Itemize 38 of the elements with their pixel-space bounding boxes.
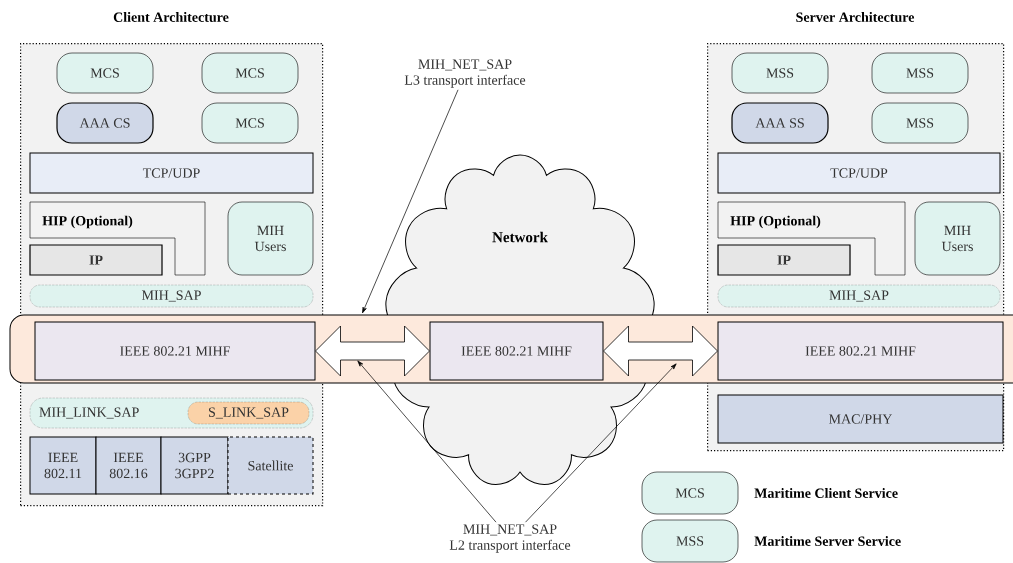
users-box: MIH Users — [914, 201, 1001, 276]
heading: Server Architecture — [796, 12, 915, 22]
service-pill: MSS — [731, 52, 829, 94]
service-pill: MSS — [641, 519, 739, 563]
legend-text: Maritime Server Service — [754, 536, 901, 546]
service-pill: MCS — [201, 52, 299, 94]
layer-box: IP — [29, 244, 163, 276]
layer-box: TCP/UDP — [29, 152, 314, 194]
layer-box: MAC/PHY — [717, 394, 1004, 444]
link-cell: 3GPP 3GPP2 — [160, 436, 229, 495]
leader-line — [357, 360, 497, 523]
leader-line — [525, 363, 677, 523]
link-cell: IEEE 802.11 — [29, 436, 97, 495]
leader-line — [362, 89, 459, 314]
mihf-box: IEEE 802.21 MIHF — [717, 321, 1004, 381]
sap-pill: S_LINK_SAP — [187, 401, 310, 425]
users-box: MIH Users — [227, 201, 314, 276]
service-pill: AAA CS — [56, 102, 154, 144]
link-cell: Satellite — [227, 436, 314, 495]
mihf-box: IEEE 802.21 MIHF — [429, 321, 604, 381]
sap-band: MIH_SAP — [29, 284, 314, 308]
interface-label: MIH_NET_SAP L2 transport interface — [449, 524, 571, 553]
interface-label: MIH_NET_SAP L3 transport interface — [404, 59, 526, 88]
layer-box: IP — [717, 244, 851, 276]
service-pill: MCS — [201, 102, 299, 144]
mihf-box: IEEE 802.21 MIHF — [34, 321, 316, 381]
link-cell: IEEE 802.16 — [95, 436, 162, 495]
block-arrow — [315, 325, 430, 377]
block-arrow — [603, 325, 718, 377]
heading: Client Architecture — [113, 12, 229, 22]
service-pill: AAA SS — [731, 102, 829, 144]
service-pill: MSS — [871, 102, 969, 144]
service-pill: MSS — [871, 52, 969, 94]
service-pill: MCS — [56, 52, 154, 94]
sap-band: MIH_SAP — [717, 284, 1001, 308]
legend-text: Maritime Client Service — [754, 488, 898, 498]
service-pill: MCS — [641, 471, 739, 515]
layer-box: TCP/UDP — [717, 152, 1001, 194]
